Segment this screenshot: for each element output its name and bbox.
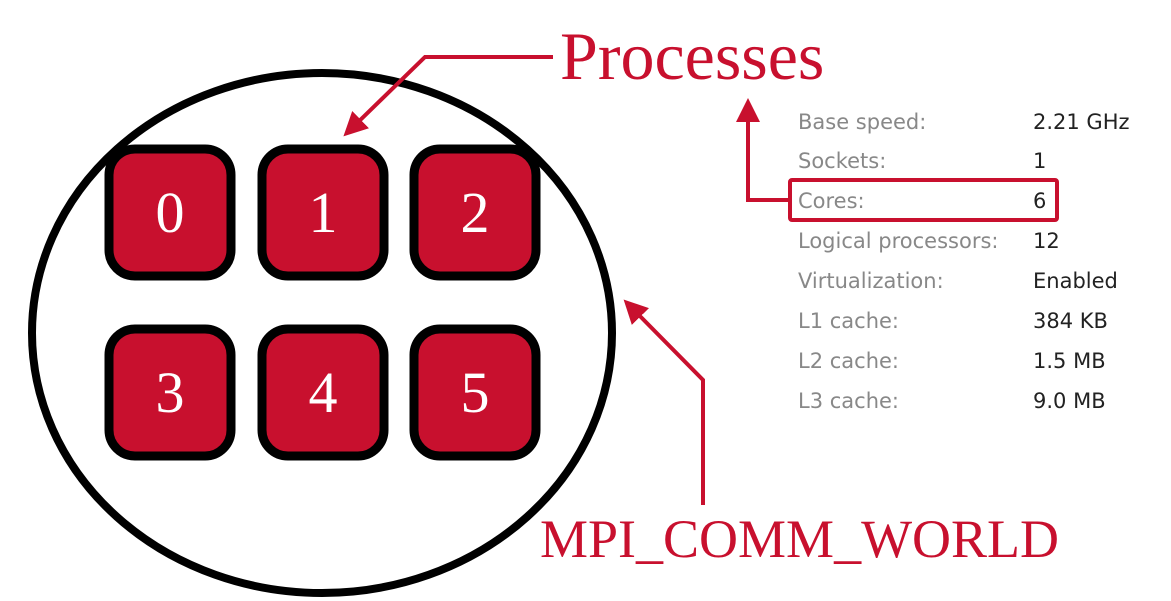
info-value: 1 [1033,149,1047,173]
info-value: 9.0 MB [1033,389,1106,413]
info-label: L2 cache: [798,349,900,373]
process-label-3: 3 [155,360,185,425]
process-label-1: 1 [308,180,338,245]
process-box-1 [257,144,389,281]
process-box-4 [257,324,389,461]
communicator-arrow [623,299,705,505]
process-label-4: 4 [308,360,338,425]
process-box-0 [104,144,236,281]
communicator-title: MPI_COMM_WORLD [540,509,1060,569]
info-value: 2.21 GHz [1033,110,1130,134]
process-box-3 [104,324,236,461]
processes-title: Processes [560,18,825,94]
communicator-circle [28,69,616,597]
info-value: 6 [1033,189,1047,213]
info-label: L3 cache: [798,389,900,413]
info-label: Virtualization: [798,269,944,293]
process-box-5 [409,324,541,461]
info-label: L1 cache: [798,309,900,333]
info-value: 384 KB [1033,309,1108,333]
info-label: Base speed: [798,110,927,134]
process-box-2 [409,144,541,281]
processes-arrow [343,55,553,137]
cores-highlight-box [788,178,1059,222]
info-label: Cores: [798,189,865,213]
info-label: Logical processors: [798,229,999,253]
process-label-2: 2 [460,180,490,245]
info-value: 12 [1033,229,1060,253]
info-value: 1.5 MB [1033,349,1106,373]
process-boxes [104,144,541,461]
info-label: Sockets: [798,149,887,173]
process-label-0: 0 [155,180,185,245]
info-value: Enabled [1033,269,1118,293]
process-label-5: 5 [460,360,490,425]
cores-arrow [736,98,790,202]
